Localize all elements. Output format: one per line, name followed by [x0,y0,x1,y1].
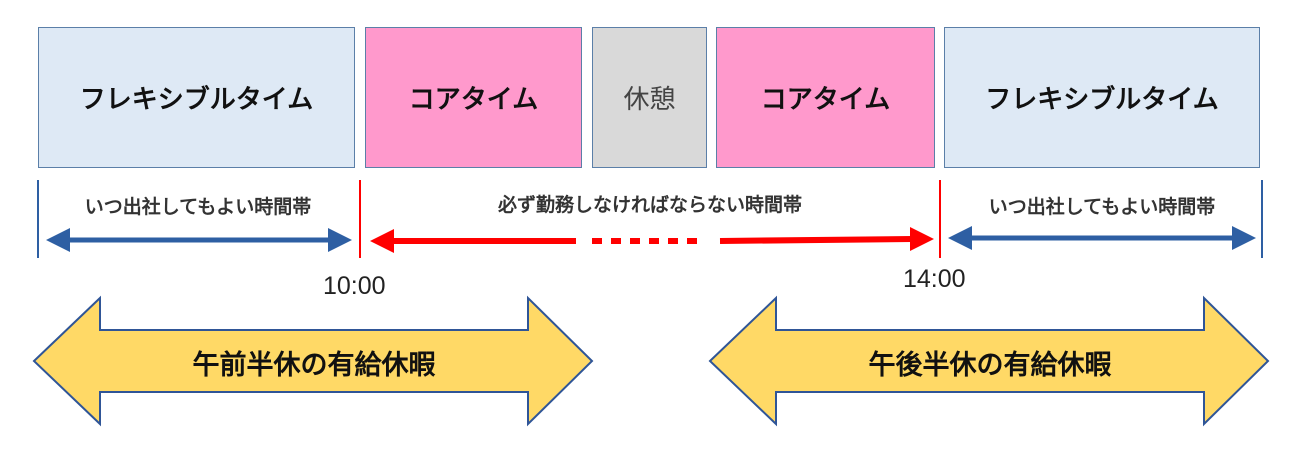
flex-time-block-right: フレキシブルタイム [944,27,1260,168]
core-time-arrow [370,227,934,253]
core-time-block-left: コアタイム [365,27,582,168]
morning-leave-arrow [32,295,594,427]
core-time-label: コアタイム [760,85,891,115]
break-label: 休憩 [623,85,676,115]
morning-leave-label: 午前半休の有給休暇 [192,350,436,381]
afternoon-leave-arrow [708,295,1270,427]
core-time-label: コアタイム [408,85,539,115]
time-start: 10:00 [323,272,386,300]
break-block: 休憩 [592,27,707,168]
flex-left-arrow [46,228,352,252]
flex-time-block-left: フレキシブルタイム [38,27,355,168]
flex-time-label: フレキシブルタイム [79,85,314,115]
flex-time-label: フレキシブルタイム [985,85,1219,115]
range-label-center: 必ず勤務しなければならない時間帯 [497,194,802,216]
range-label-left: いつ出社してもよい時間帯 [84,196,312,218]
range-label-right: いつ出社してもよい時間帯 [988,196,1216,218]
time-end: 14:00 [903,265,966,293]
core-time-block-right: コアタイム [716,27,935,168]
flex-right-arrow [948,226,1256,250]
afternoon-leave-label: 午後半休の有給休暇 [868,350,1112,381]
